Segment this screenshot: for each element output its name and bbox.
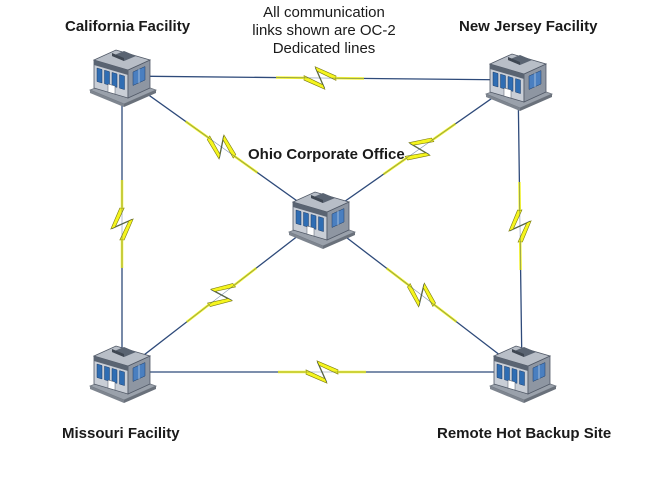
link-missouri-backup bbox=[122, 360, 522, 384]
remote-hot-backup-site-label: Remote Hot Backup Site bbox=[437, 425, 612, 442]
ohio-corporate-office-building-icon bbox=[287, 191, 357, 249]
link-note-line-3: Dedicated lines bbox=[272, 40, 376, 57]
link-ohio-backup bbox=[320, 217, 523, 373]
link-note: All communication links shown are OC-2 D… bbox=[229, 4, 419, 58]
new-jersey-facility-building-icon bbox=[484, 53, 554, 111]
link-california-new_jersey bbox=[121, 66, 519, 90]
new-jersey-facility-label: New Jersey Facility bbox=[459, 18, 598, 35]
link-california-missouri bbox=[110, 76, 134, 372]
link-new_jersey-backup bbox=[508, 79, 532, 373]
link-california-ohio bbox=[121, 75, 322, 219]
link-missouri-ohio bbox=[121, 217, 322, 373]
california-facility-label: California Facility bbox=[65, 18, 191, 35]
link-new_jersey-ohio bbox=[320, 79, 519, 219]
california-facility-building-icon bbox=[88, 49, 158, 107]
missouri-facility-building-icon bbox=[88, 345, 158, 403]
link-note-line-1: All communication bbox=[263, 4, 385, 21]
link-note-line-2: links shown are OC-2 bbox=[252, 22, 396, 39]
ohio-corporate-office-label: Ohio Corporate Office bbox=[248, 146, 405, 163]
missouri-facility-label: Missouri Facility bbox=[62, 425, 180, 442]
remote-hot-backup-site-building-icon bbox=[488, 345, 558, 403]
